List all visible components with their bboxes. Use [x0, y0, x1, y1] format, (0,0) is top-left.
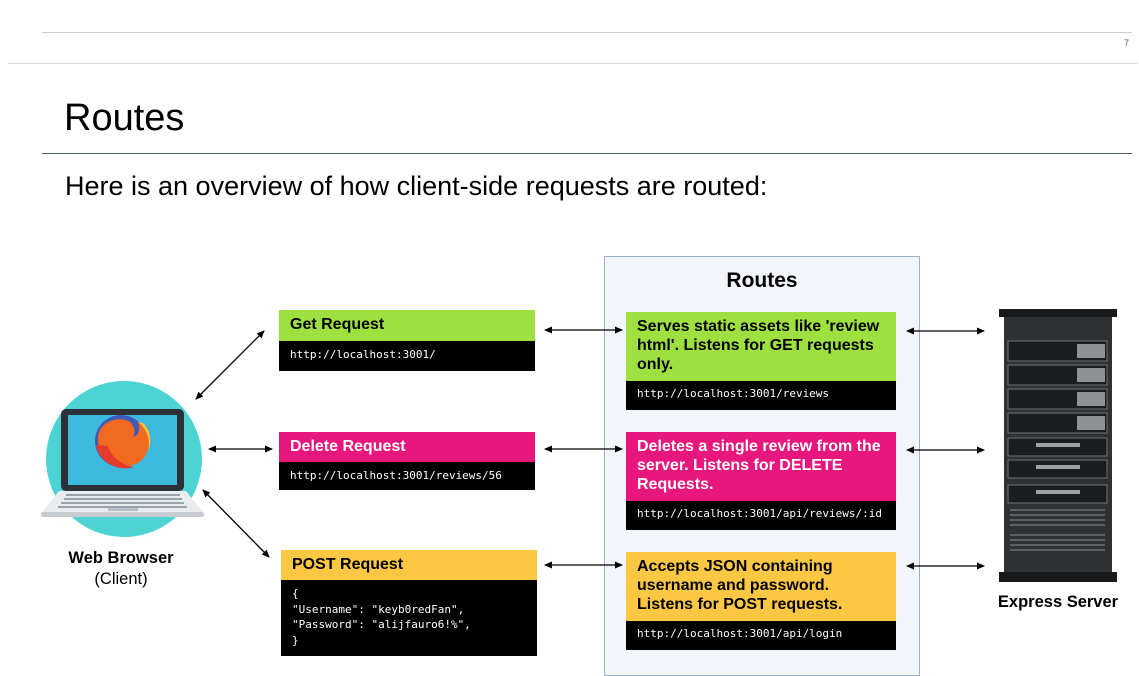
route-get-description: Serves static assets like 'review html'.…: [626, 312, 896, 381]
client-name: Web Browser: [68, 549, 174, 567]
header-rule-bottom: [8, 63, 1138, 64]
get-request-header: Get Request: [279, 310, 535, 341]
post-request-body: { "Username": "keyb0redFan", "Password":…: [281, 580, 537, 656]
firefox-laptop-icon: [41, 381, 204, 537]
post-request-header: POST Request: [281, 550, 537, 580]
title-divider: [42, 153, 1132, 154]
delete-request-header: Delete Request: [279, 432, 535, 462]
route-post-description: Accepts JSON containing username and pas…: [626, 552, 896, 621]
get-request-url: http://localhost:3001/: [279, 341, 535, 371]
client-role: (Client): [94, 570, 148, 588]
client-label: Web Browser (Client): [45, 548, 197, 590]
slide-subtitle: Here is an overview of how client-side r…: [65, 171, 768, 201]
slide-title: Routes: [64, 97, 185, 139]
route-get-url: http://localhost:3001/reviews: [626, 381, 896, 410]
arrow-client-get: [195, 330, 265, 400]
route-delete-description: Deletes a single review from the server.…: [626, 432, 896, 501]
page-number: 7: [1124, 38, 1130, 48]
server-rack-icon: [999, 309, 1117, 582]
header-rule-top: [42, 32, 1132, 33]
server-label: Express Server: [997, 593, 1119, 611]
arrow-client-post: [202, 489, 270, 558]
route-delete-url: http://localhost:3001/api/reviews/:id: [626, 501, 896, 530]
delete-request-url: http://localhost:3001/reviews/56: [279, 462, 535, 490]
routes-title: Routes: [726, 269, 798, 292]
route-post-url: http://localhost:3001/api/login: [626, 621, 896, 650]
